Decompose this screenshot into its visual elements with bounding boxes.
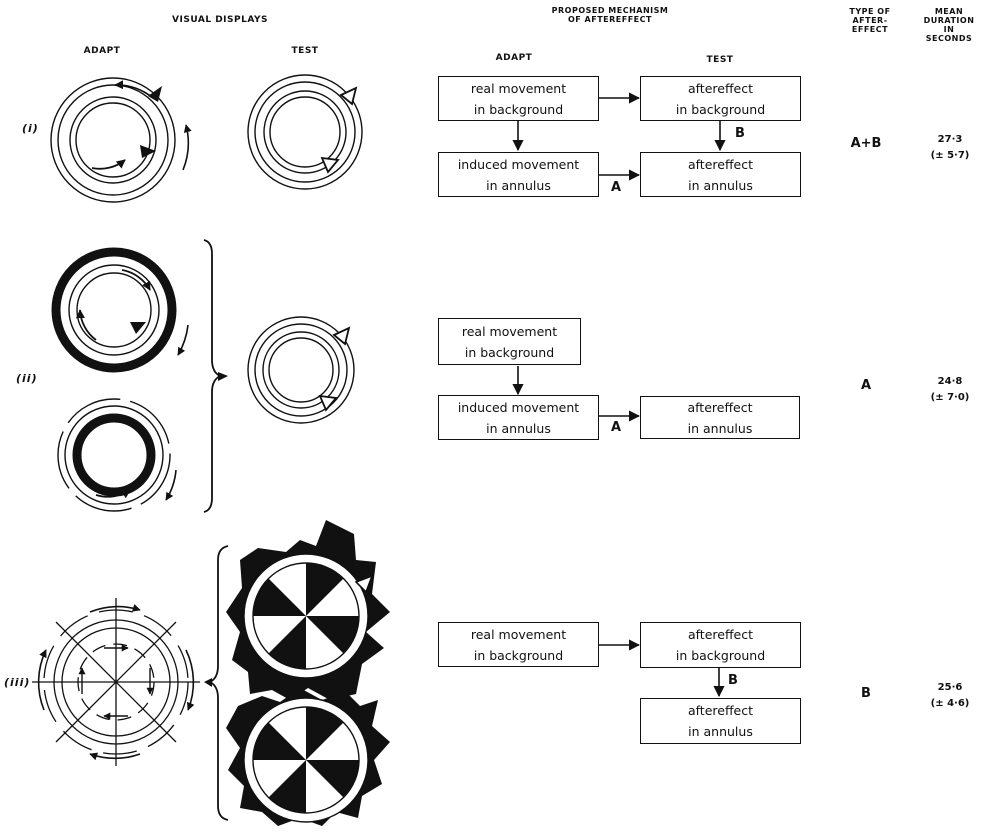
row1-type: A+B: [850, 136, 882, 151]
box-line: in annulus: [688, 724, 753, 739]
box-line: aftereffect: [687, 80, 754, 96]
header-type-line2: AFTER-: [852, 16, 888, 25]
header-visual-displays: VISUAL DISPLAYS: [172, 15, 268, 25]
box-line: in background: [675, 648, 766, 663]
row2-type: A: [860, 378, 872, 393]
box-line: aftereffect: [687, 399, 753, 415]
row3-label: (iii): [4, 676, 31, 689]
row3-test-display-top: [226, 520, 390, 700]
row2-adapt-display-top: [51, 247, 189, 373]
box-line: induced movement: [457, 156, 580, 172]
row1-test-display: [247, 74, 363, 190]
row3-arrow-b-label: B: [728, 673, 738, 688]
row1-adapt-display: [50, 77, 192, 203]
row2-box-aftereffect-annulus: aftereffect in annulus: [640, 396, 800, 439]
row3-box-real-movement-background: real movement in background: [438, 622, 599, 667]
row2-arrow-a-label: A: [611, 420, 622, 435]
box-line: real movement: [461, 323, 558, 339]
box-line: in background: [675, 101, 766, 117]
row1-box-aftereffect-background: aftereffect in background: [640, 76, 801, 121]
box-line: aftereffect: [687, 703, 754, 718]
row1-box-aftereffect-annulus: aftereffect in annulus: [640, 152, 801, 197]
header-test-left: TEST: [291, 46, 319, 56]
box-line: in background: [464, 344, 555, 360]
box-line: aftereffect: [687, 627, 754, 642]
row2-sd: (± 7·0): [930, 392, 970, 403]
row1-box-real-movement-background: real movement in background: [438, 76, 599, 121]
header-type-line1: TYPE OF: [849, 7, 891, 16]
row1-box-induced-movement-annulus: induced movement in annulus: [438, 152, 599, 197]
row3-box-aftereffect-annulus: aftereffect in annulus: [640, 698, 801, 744]
header-dur-line3: IN: [943, 25, 955, 34]
box-line: real movement: [470, 80, 567, 96]
row3-bracket: [207, 545, 229, 821]
box-line: in annulus: [486, 420, 551, 436]
row3-test-display-bottom: [226, 688, 390, 826]
box-line: induced movement: [457, 399, 580, 415]
row3-duration: 25·6: [937, 682, 963, 693]
row1-arrow-a-label: A: [611, 180, 622, 195]
row3-type: B: [861, 686, 871, 701]
row2-bracket: [203, 239, 223, 513]
row2-box-real-movement-background: real movement in background: [438, 318, 581, 365]
row3-adapt-display: [32, 598, 200, 766]
row1-arrow-b-label: B: [735, 126, 745, 141]
header-adapt-left: ADAPT: [83, 46, 121, 56]
mechanism-arrows: [512, 92, 726, 698]
header-mechanism-line2: OF AFTEREFFECT: [568, 15, 652, 24]
box-line: aftereffect: [687, 156, 754, 172]
row2-test-display: [247, 316, 355, 424]
box-line: in annulus: [687, 420, 753, 436]
row1-sd: (± 5·7): [930, 150, 970, 161]
box-line: in background: [473, 647, 564, 663]
row2-box-induced-movement-annulus: induced movement in annulus: [438, 395, 599, 440]
box-line: in background: [473, 101, 564, 117]
header-adapt-mech: ADAPT: [495, 53, 533, 63]
row3-box-aftereffect-background: aftereffect in background: [640, 622, 801, 668]
row1-label: (i): [22, 122, 39, 135]
row3-sd: (± 4·6): [930, 698, 970, 709]
row1-duration: 27·3: [937, 134, 963, 145]
header-dur-line1: MEAN: [934, 7, 964, 16]
row2-adapt-display-bottom: [57, 398, 177, 512]
header-test-mech: TEST: [706, 55, 734, 65]
box-line: real movement: [470, 626, 567, 642]
header-dur-line4: SECONDS: [925, 34, 973, 43]
row2-duration: 24·8: [937, 376, 963, 387]
header-dur-line2: DURATION: [923, 16, 975, 25]
row2-label: (ii): [16, 372, 38, 385]
header-type-line3: EFFECT: [851, 25, 889, 34]
box-line: in annulus: [688, 177, 753, 193]
box-line: in annulus: [486, 177, 551, 193]
header-mechanism-line1: PROPOSED MECHANISM: [551, 6, 669, 15]
